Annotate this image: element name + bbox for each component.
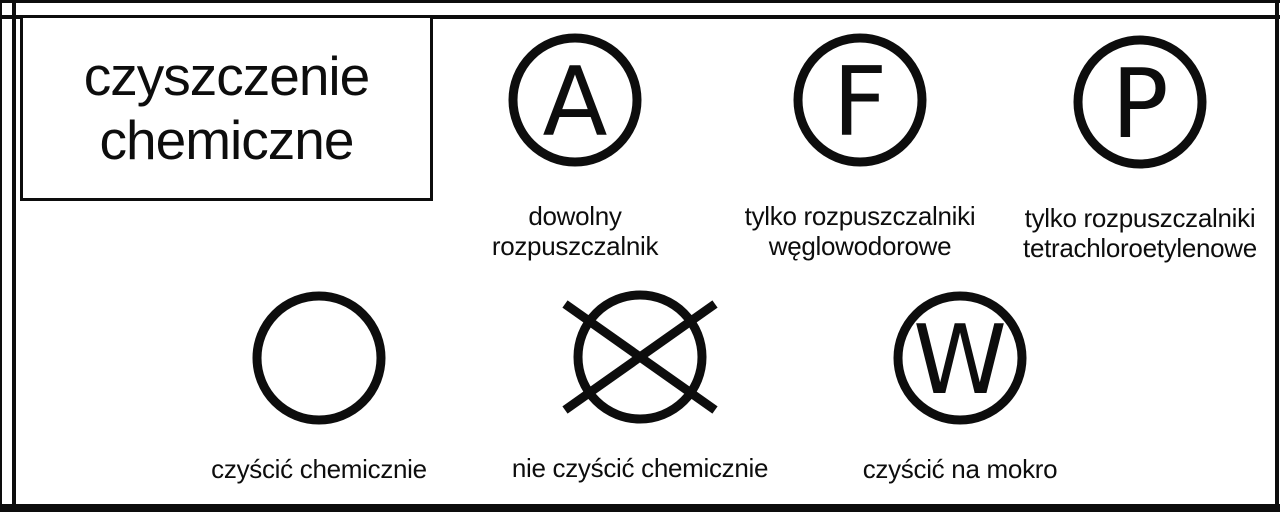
outer-right-border [1275,0,1279,512]
symbol-dry-clean-any-solvent: A dowolny rozpuszczalnik [395,25,755,261]
page-title: czyszczenie chemiczne [83,45,370,171]
circle-outline [893,291,1027,425]
symbol-letter: P [1111,50,1168,160]
symbol-wet-clean: W czyścić na mokro [780,283,1140,484]
circle-outline [573,290,707,424]
outer-top-border [0,0,1280,3]
symbol-label: czyścić chemicznie [211,454,427,484]
symbol-label: czyścić na mokro [862,454,1058,484]
x-mark [562,300,718,414]
symbol-label: tylko rozpuszczalniki tetrachloroetyleno… [1023,203,1257,263]
outer-bottom-border [0,504,1280,512]
grid-horizontal-line [0,15,1280,19]
symbol-letter: F [833,48,888,158]
symbol-label: nie czyścić chemicznie [511,453,769,483]
title-box: czyszczenie chemiczne [20,15,433,201]
circle-outline [793,33,927,167]
empty-circle-icon [252,291,386,425]
outer-left-border [0,0,2,512]
symbol-dry-clean-allowed: czyścić chemicznie [139,283,499,484]
circle-w-icon: W [893,291,1027,425]
symbol-dry-clean-tetrachloroethylene: P tylko rozpuszczalniki tetrachloroetyle… [960,27,1280,263]
symbol-label: dowolny rozpuszczalnik [491,201,659,261]
circle-a-icon: A [508,33,642,167]
symbol-letter: A [543,48,608,158]
circle-p-icon: P [1073,35,1207,169]
circle-outline [1073,35,1207,169]
symbol-letter: W [913,306,1007,416]
grid-vertical-line [12,0,16,512]
symbol-label: tylko rozpuszczalniki węglowodorowe [744,201,976,261]
symbol-dry-clean-hydrocarbon-solvent: F tylko rozpuszczalniki węglowodorowe [680,25,1040,261]
circle-outline [252,291,386,425]
circle-f-icon: F [793,33,927,167]
crossed-circle-icon [562,290,718,424]
circle-outline [508,33,642,167]
symbol-do-not-dry-clean: nie czyścić chemicznie [460,282,820,483]
